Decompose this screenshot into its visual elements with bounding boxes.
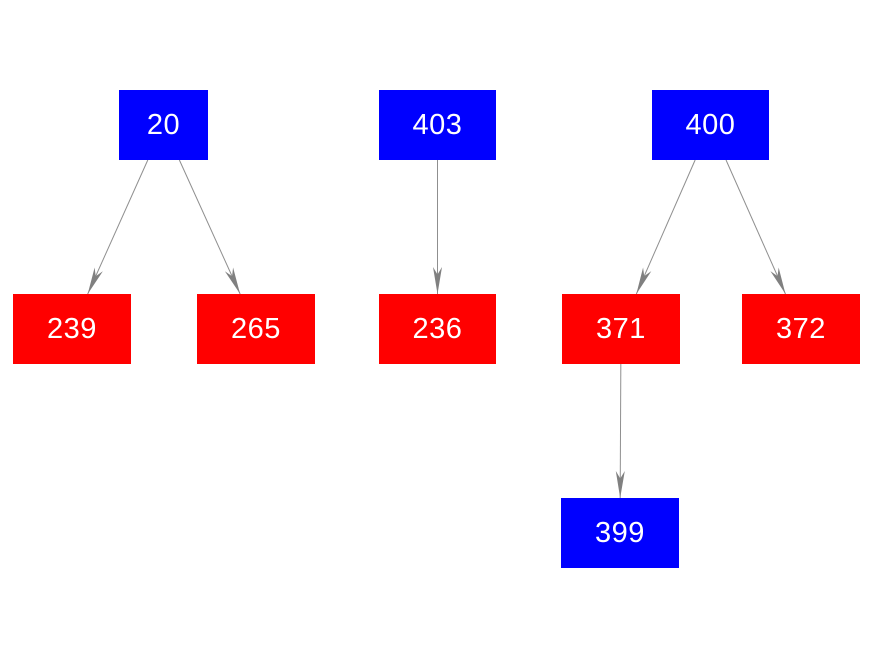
tree-node-400: 400	[652, 90, 769, 160]
tree-node-20: 20	[119, 90, 208, 160]
edge-20-265	[178, 159, 241, 295]
edges	[87, 159, 786, 499]
tree-node-239: 239	[13, 294, 131, 364]
tree-node-403: 403	[379, 90, 496, 160]
edge-400-372	[725, 159, 786, 295]
node-label: 400	[685, 108, 736, 141]
node-label: 371	[596, 312, 646, 345]
node-label: 372	[776, 312, 826, 345]
node-label: 265	[231, 312, 281, 345]
edge-371-399	[615, 363, 625, 499]
edge-20-239	[87, 159, 149, 295]
node-label: 403	[412, 108, 463, 141]
edge-400-371	[635, 159, 696, 295]
tree-node-236: 236	[379, 294, 496, 364]
tree-node-399: 399	[561, 498, 679, 568]
node-label: 20	[146, 108, 181, 141]
node-label: 239	[47, 312, 97, 345]
tree-node-371: 371	[562, 294, 680, 364]
node-label: 399	[595, 516, 645, 549]
tree-node-265: 265	[197, 294, 315, 364]
tree-node-372: 372	[742, 294, 860, 364]
node-label: 236	[412, 312, 463, 345]
